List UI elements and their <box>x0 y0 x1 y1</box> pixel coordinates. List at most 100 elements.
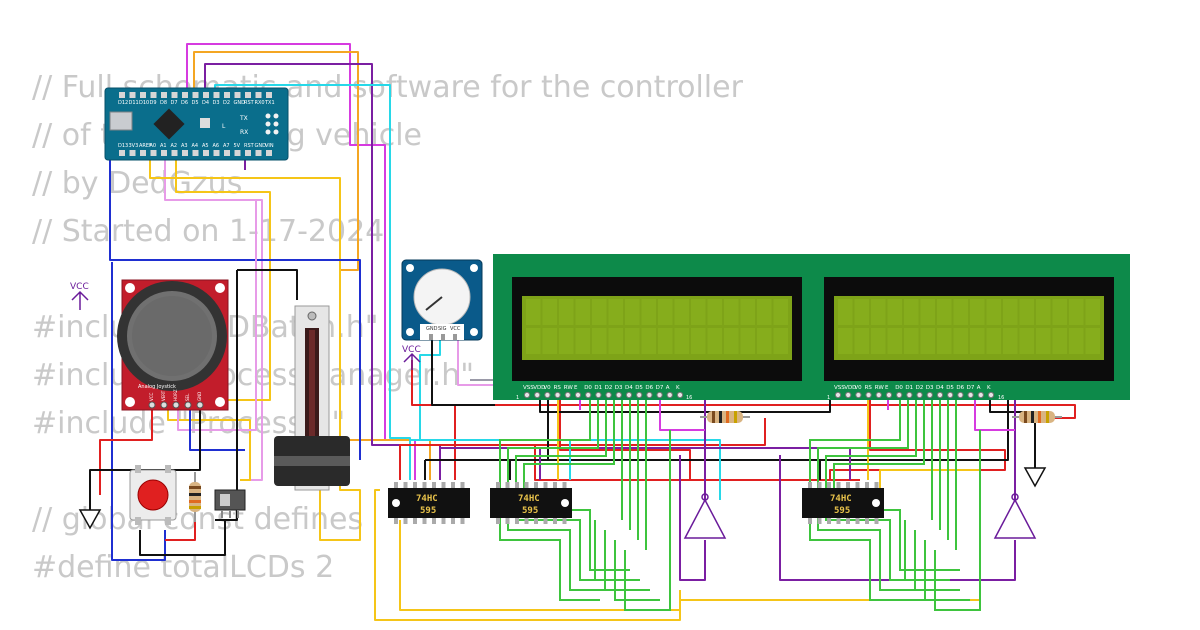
lcd-cell <box>887 299 902 325</box>
lcd-pin-d3 <box>615 391 622 399</box>
svg-text:74HC: 74HC <box>830 494 852 504</box>
wires <box>89 43 1101 621</box>
wire-cyan-pot <box>419 340 441 440</box>
lcd-pin-d0 <box>585 391 592 399</box>
reset-button[interactable] <box>200 118 210 128</box>
sr-pin <box>432 518 436 524</box>
lcd-cell <box>592 299 607 325</box>
arduino-pin-gnd <box>255 150 262 156</box>
lcd-cell <box>871 328 886 354</box>
lcd-cell <box>740 328 755 354</box>
wire-black-slider-left <box>215 270 238 521</box>
lcd-pin-label: K <box>987 385 991 391</box>
arduino-pin-d5 <box>192 92 199 98</box>
wire-blue-button <box>111 262 166 561</box>
sr-pin <box>808 518 812 524</box>
wire-black-lcd-gnd <box>539 395 831 413</box>
wire-magenta-lcd1-e <box>659 395 705 431</box>
arduino-pin-label: D3 <box>213 100 220 106</box>
arduino-pin-label: TX1 <box>264 100 275 106</box>
lcd-pin-rs <box>554 391 561 399</box>
lcd-pin-a <box>666 391 673 399</box>
wire-purple-inv1 <box>679 400 706 581</box>
lcd-pin-label: RS <box>865 385 873 391</box>
lcd-cell <box>838 299 853 325</box>
resistor-lcd1 <box>700 411 750 423</box>
lcd-pin-label: D6 <box>645 385 653 391</box>
lcd-cell <box>707 299 722 325</box>
lcd-cell <box>575 299 590 325</box>
lcd-cell <box>641 299 656 325</box>
lcd-pin-label: VSS <box>834 385 845 391</box>
lcd-cell <box>773 328 788 354</box>
lcd-pin-label: D0 <box>895 385 903 391</box>
button-cap[interactable] <box>137 479 169 511</box>
resistor-button <box>189 472 201 522</box>
joystick-pin-label: HORZ <box>173 389 178 401</box>
wire-blue-joy-sel <box>189 410 245 451</box>
buffer-gate-1 <box>683 493 727 539</box>
arduino-pin-a6 <box>213 150 220 156</box>
lcd-pin-label: RW <box>564 385 574 391</box>
lcd-pin-d6 <box>957 391 964 399</box>
wire-yellow-a2 <box>175 158 271 401</box>
sr-pin <box>836 518 841 524</box>
lcd-pin-label: D7 <box>967 385 975 391</box>
lcd-cell <box>838 328 853 354</box>
lcd-pin-label: K <box>676 385 680 391</box>
green-data-wires <box>499 395 981 611</box>
lcd-cell <box>757 328 772 354</box>
pot-pin-label: GND <box>426 326 438 332</box>
lcd-pin-d2 <box>916 391 923 399</box>
pot-pin-label: VCC <box>450 326 461 332</box>
sr-pin <box>562 482 567 488</box>
joystick-pin-vcc <box>148 401 156 409</box>
wire-pink-a0 <box>164 158 263 481</box>
slide-switch[interactable] <box>214 489 246 518</box>
ground-symbol-right <box>1023 467 1047 488</box>
lcd-cell <box>724 328 739 354</box>
buffer-gate-2 <box>993 493 1037 539</box>
wire-cyan-2 <box>570 439 721 500</box>
switch-handle[interactable] <box>220 494 230 506</box>
wire-black-sr-bus <box>425 400 1009 461</box>
lcd-cell <box>920 299 935 325</box>
lcd-cell <box>559 299 574 325</box>
lcd-cell <box>592 328 607 354</box>
lcd-cell <box>658 299 673 325</box>
arduino-pin-a1 <box>161 150 167 156</box>
usb-port[interactable] <box>109 111 133 131</box>
lcd-pin-d2 <box>605 391 612 399</box>
sr-pin <box>553 482 557 488</box>
lcd-pin-rw <box>875 391 882 399</box>
svg-text:595: 595 <box>522 506 538 516</box>
lcd-pin-a <box>977 391 984 399</box>
lcd-pin-d1 <box>595 391 602 399</box>
slide-potentiometer[interactable] <box>274 305 350 491</box>
lcd-cell <box>658 328 673 354</box>
arduino-pin-label: D8 <box>160 100 167 106</box>
wire-black-lcd1 <box>547 395 671 480</box>
lcd-cell <box>724 299 739 325</box>
joystick-pin-label: VERT <box>161 390 166 401</box>
lcd-cell <box>920 328 935 354</box>
lcd-pin-label: E <box>885 385 889 391</box>
arduino-pin-label: 3V3 <box>129 143 139 149</box>
lcd-pin-label: E <box>574 385 578 391</box>
lcd-cell <box>674 328 689 354</box>
wire-red-lcd2 <box>829 395 1006 480</box>
sr-pin <box>817 518 822 524</box>
lcd-cell <box>871 299 886 325</box>
sr-pin <box>460 518 465 524</box>
lcd-cell <box>691 328 706 354</box>
led-l-label: L <box>222 123 226 130</box>
push-button[interactable] <box>129 465 177 525</box>
lcd-pin-d4 <box>936 391 944 399</box>
arduino-pin-d3 <box>213 92 220 98</box>
